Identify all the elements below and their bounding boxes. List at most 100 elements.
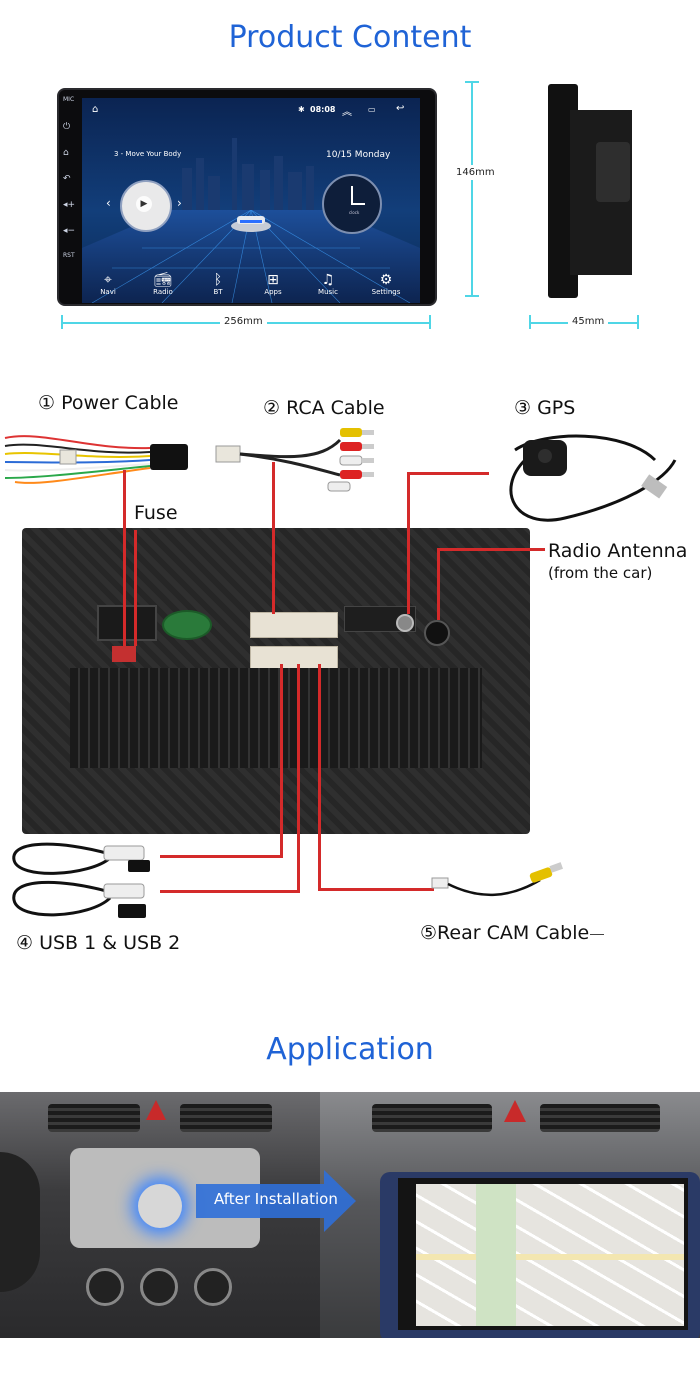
volume-up-icon: ◂+: [63, 200, 76, 210]
usb1-callout-line-vertical: [280, 664, 283, 856]
volume-knob: [138, 1184, 182, 1228]
hazard-button-icon: [146, 1100, 166, 1120]
height-dimension-line: [471, 82, 473, 296]
right-air-vent: [180, 1104, 272, 1132]
back-icon: ↶: [63, 174, 71, 184]
fuse-slot: [112, 646, 136, 662]
rear-cam-callout-line-horizontal: [318, 888, 434, 891]
rca-callout-line: [272, 462, 275, 614]
after-installation-arrow: [196, 1170, 356, 1232]
climate-knob-right: [194, 1268, 232, 1306]
radio-icon: 📻︎: [154, 272, 172, 288]
usb2-callout-line-vertical: [297, 664, 300, 892]
antenna-callout-line-horizontal: [437, 548, 545, 551]
mic-label: MIC: [63, 96, 75, 103]
play-icon[interactable]: ▶: [136, 196, 152, 212]
rear-cam-callout-line-vertical: [318, 664, 321, 890]
power-cable-callout-line: [123, 470, 126, 646]
dock-navi[interactable]: ⌖ Navi: [88, 272, 128, 296]
dock-music[interactable]: ♫ Music: [308, 272, 348, 296]
dock-bt-label: BT: [213, 288, 223, 296]
next-track-icon[interactable]: ›: [177, 196, 182, 210]
power-cable-harness-image: [4, 435, 188, 484]
dock-apps[interactable]: ⊞ Apps: [253, 272, 293, 296]
dock-radio[interactable]: 📻︎ Radio: [143, 272, 183, 296]
home-outline-icon[interactable]: ⌂: [92, 104, 99, 115]
dock-radio-label: Radio: [153, 288, 173, 296]
bluetooth-icon: ᛒ: [213, 272, 223, 288]
left-air-vent-after: [372, 1104, 492, 1132]
height-dimension-tick-bottom: [465, 295, 479, 297]
city-skyline-graphic: [82, 138, 420, 303]
chevron-up-icon[interactable]: ︽: [342, 107, 352, 118]
dock-settings[interactable]: ⚙ Settings: [366, 272, 406, 296]
depth-dimension-tick-right: [637, 315, 639, 329]
height-dimension-label: 146mm: [456, 165, 495, 180]
bluetooth-status-icon: ✱: [298, 105, 305, 114]
apps-grid-icon: ⊞: [267, 272, 279, 288]
analog-clock: clock: [322, 174, 382, 234]
depth-dimension-tick-left: [529, 315, 531, 329]
usb-cables-image: [12, 842, 150, 918]
usb-label: ④ USB 1 & USB 2: [16, 932, 181, 954]
radio-antenna-port: [424, 620, 450, 646]
gps-label: ③ GPS: [514, 397, 576, 419]
product-content-heading: Product Content: [228, 20, 472, 55]
rear-cam-label: ⑤Rear CAM Cable: [420, 922, 590, 944]
gps-callout-line-horizontal: [407, 472, 489, 475]
dock-apps-label: Apps: [264, 288, 282, 296]
right-air-vent-after: [540, 1104, 660, 1132]
after-installation-photo: [320, 1092, 700, 1338]
gear-icon: ⚙: [379, 272, 393, 288]
rst-label: RST: [63, 252, 75, 259]
date-display: 10/15 Monday: [326, 150, 391, 160]
gps-port: [396, 614, 414, 632]
left-air-vent: [48, 1104, 140, 1132]
width-dimension-tick-right: [429, 315, 431, 329]
compliance-sticker: [162, 610, 212, 640]
map-pin-icon: ⌖: [104, 272, 112, 288]
usb-camera-socket: [250, 646, 338, 672]
width-dimension-tick-left: [61, 315, 63, 329]
antenna-callout-line-vertical: [437, 548, 440, 620]
volume-down-icon: ◂−: [63, 226, 76, 236]
home-icon: ⌂: [63, 148, 69, 158]
after-installation-label: After Installation: [214, 1190, 338, 1208]
application-heading: Application: [266, 1032, 434, 1067]
rca-socket: [250, 612, 338, 638]
climate-knob-left: [86, 1268, 124, 1306]
window-icon[interactable]: ▭: [368, 105, 376, 114]
climate-knob-center: [140, 1268, 178, 1306]
hazard-button-icon-after: [504, 1100, 526, 1122]
fuse-label: Fuse: [134, 502, 178, 524]
rca-cable-image: [215, 428, 374, 492]
gps-callout-line-vertical: [407, 472, 410, 614]
radio-antenna-label: Radio Antenna: [548, 540, 688, 562]
dock-navi-label: Navi: [100, 288, 116, 296]
width-dimension-label: 256mm: [220, 316, 267, 327]
fuse-callout-line: [134, 530, 137, 646]
previous-track-icon[interactable]: ‹: [106, 196, 111, 210]
navigation-map-screen: [416, 1184, 684, 1326]
power-icon: ⏻: [63, 122, 71, 132]
gps-antenna-image: [509, 434, 677, 522]
power-socket: [97, 605, 157, 641]
side-view-connector: [596, 142, 630, 202]
heat-sink: [70, 668, 482, 768]
rear-cam-label-underline: [590, 934, 604, 935]
height-dimension-tick-top: [465, 81, 479, 83]
return-icon[interactable]: ↩: [396, 103, 405, 114]
clock-label: clock: [349, 210, 360, 215]
power-cable-label: ① Power Cable: [38, 392, 179, 414]
rca-cable-label: ② RCA Cable: [263, 397, 385, 419]
rear-cam-cable-image: [431, 862, 564, 897]
music-note-icon: ♫: [321, 272, 335, 288]
dock-bt[interactable]: ᛒ BT: [198, 272, 238, 296]
depth-dimension-label: 45mm: [568, 316, 609, 327]
device-screen: ⌂ ✱ 08:08 ︽ ▭ ↩ 3 - Move Your Body 10/15…: [82, 98, 420, 303]
radio-antenna-note: (from the car): [548, 564, 653, 582]
steering-wheel-edge: [0, 1152, 40, 1292]
media-title: 3 - Move Your Body: [114, 150, 182, 158]
usb1-callout-line-horizontal: [160, 855, 283, 858]
dock-music-label: Music: [318, 288, 338, 296]
